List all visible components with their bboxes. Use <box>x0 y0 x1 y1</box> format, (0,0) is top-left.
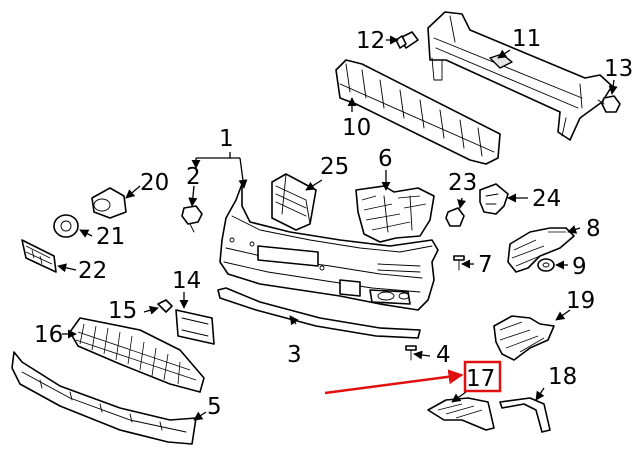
part-11-reinforcement-bar <box>427 11 613 141</box>
leader-lines <box>57 35 618 421</box>
callout-7: 7 <box>478 252 493 278</box>
callout-5: 5 <box>207 394 222 420</box>
part-10-energy-absorber <box>335 59 501 165</box>
callout-labels: 1 2 3 4 5 6 7 8 9 10 11 12 13 14 15 16 1… <box>34 26 633 420</box>
callout-21: 21 <box>96 224 125 250</box>
part-24-bracket <box>479 183 509 215</box>
part-18-trim-ring <box>499 397 551 433</box>
part-7-screw <box>453 255 465 271</box>
callout-2: 2 <box>186 164 201 190</box>
callout-11: 11 <box>512 26 541 52</box>
part-16-lower-grille <box>69 317 205 393</box>
callout-19: 19 <box>566 288 595 314</box>
part-13-bolt <box>597 95 621 113</box>
part-8-side-guide <box>507 227 575 273</box>
part-25-module <box>271 173 317 231</box>
callout-10: 10 <box>342 115 371 141</box>
callout-25: 25 <box>320 154 349 180</box>
part-4-screw <box>405 345 417 361</box>
part-23-clip <box>445 207 465 227</box>
callout-20: 20 <box>140 170 169 196</box>
callout-4: 4 <box>436 342 451 368</box>
part-2-wire-clip <box>181 205 203 233</box>
part-21-sensor-ring <box>53 214 79 238</box>
highlight-box <box>463 360 502 393</box>
callout-8: 8 <box>586 216 601 242</box>
callout-14: 14 <box>172 268 201 294</box>
part-6-bracket <box>355 185 435 243</box>
callout-24: 24 <box>532 186 561 212</box>
part-14-plate-bracket <box>175 309 215 345</box>
callout-1: 1 <box>219 126 234 152</box>
part-22-sensor-holder <box>21 239 57 273</box>
part-9-nut <box>537 258 555 272</box>
callout-3: 3 <box>287 342 302 368</box>
part-15-screw <box>157 299 173 313</box>
callout-16: 16 <box>34 322 63 348</box>
callout-12: 12 <box>356 28 385 54</box>
highlight-indicator <box>324 360 502 395</box>
callout-6: 6 <box>378 146 393 172</box>
part-5-lower-spoiler <box>11 351 197 445</box>
part-3-trim-strip <box>217 287 421 339</box>
callout-9: 9 <box>572 254 587 280</box>
callout-13: 13 <box>604 56 633 82</box>
callout-22: 22 <box>78 258 107 284</box>
callout-17: 17 <box>466 366 495 392</box>
callout-23: 23 <box>448 170 477 196</box>
callout-18: 18 <box>548 364 577 390</box>
callout-15: 15 <box>108 298 137 324</box>
part-12-fastener <box>395 31 419 49</box>
part-17-fog-lamp-cover <box>427 397 495 431</box>
part-20-sensor <box>91 187 127 219</box>
part-19-bracket <box>493 315 555 361</box>
highlight-arrow <box>324 369 464 395</box>
part-1-bumper-cover <box>219 183 439 311</box>
